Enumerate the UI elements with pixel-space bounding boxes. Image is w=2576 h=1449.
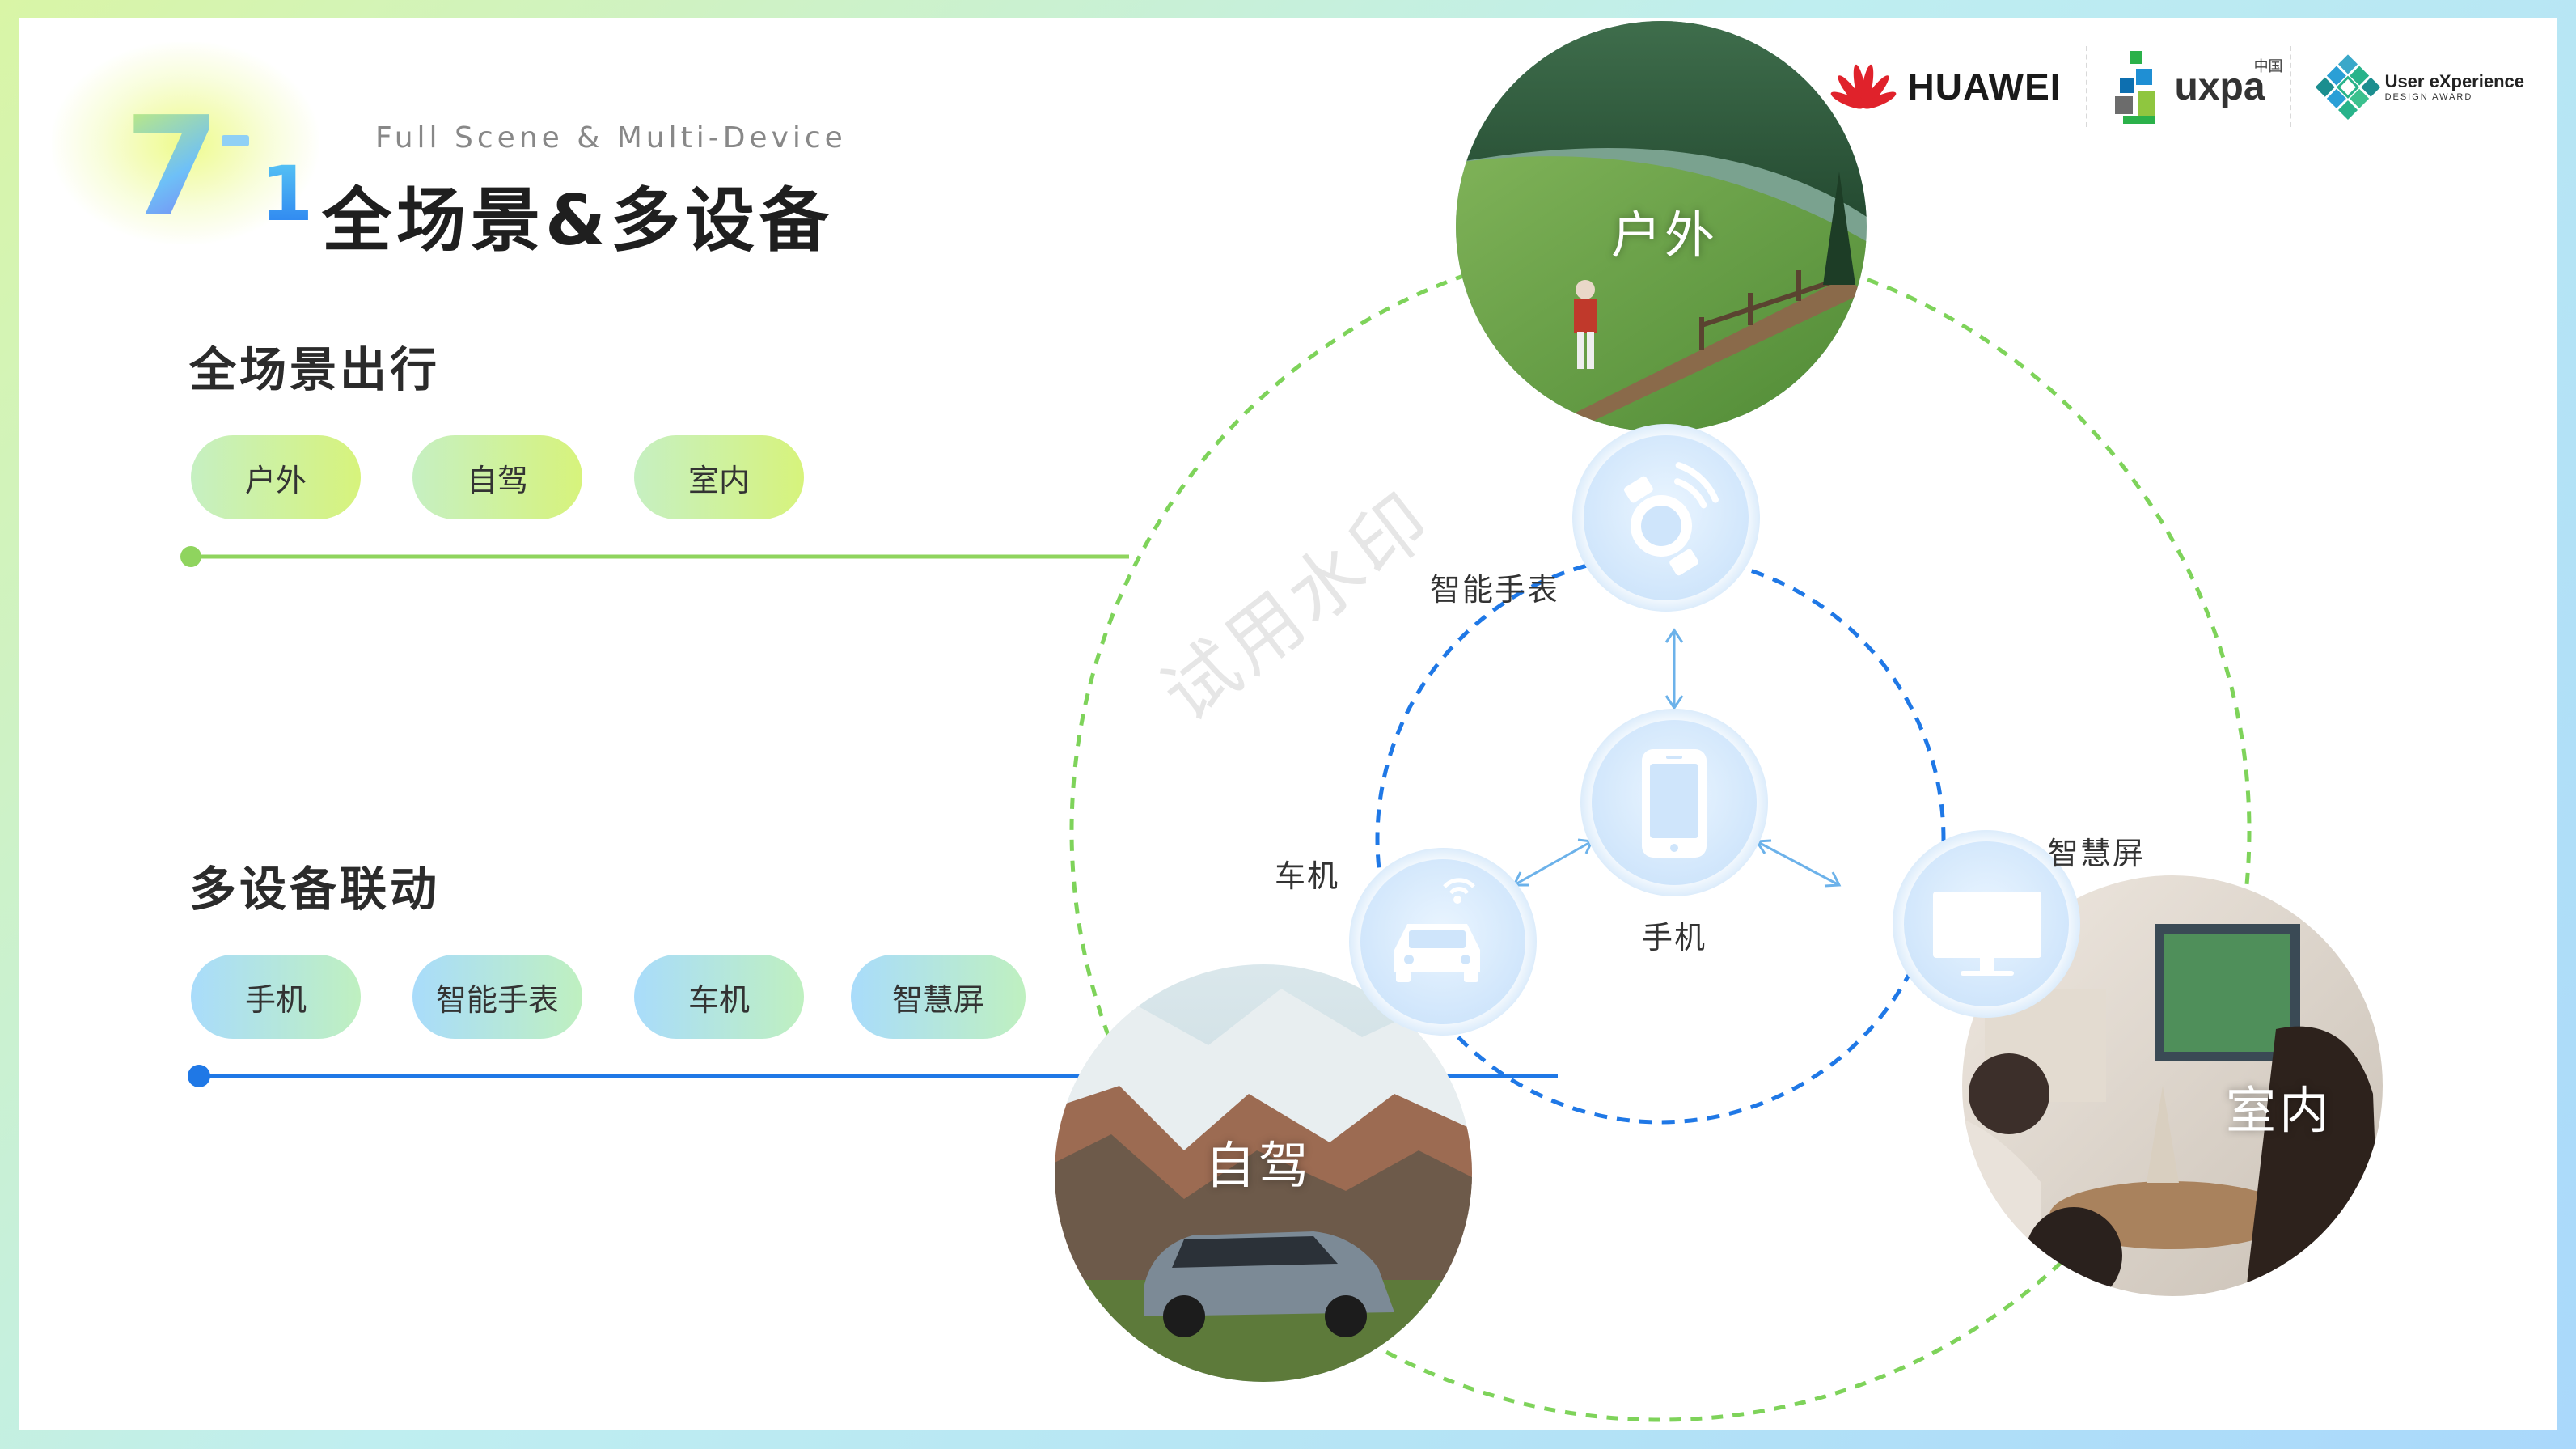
logo-divider xyxy=(2085,46,2087,127)
device-chip-watch[interactable]: 智能手表 xyxy=(412,955,582,1039)
car-node[interactable] xyxy=(1349,848,1537,1036)
device-timeline-dot xyxy=(188,1065,210,1087)
scene-device-diagram xyxy=(180,21,2383,1422)
watch-node[interactable] xyxy=(1572,424,1760,612)
scenario-timeline-dot xyxy=(180,546,201,567)
car-icon xyxy=(1394,878,1480,982)
uxpa-logo: uxpa 中国 xyxy=(2112,46,2283,127)
scene-ring xyxy=(1069,239,2252,1422)
logo-divider xyxy=(2289,46,2291,127)
scenario-chip-outdoor[interactable]: 户外 xyxy=(191,435,361,519)
huawei-flower-icon xyxy=(1830,64,1896,109)
title-glow xyxy=(52,42,319,244)
ux-award-logo: User eXperience DESIGN AWARD xyxy=(2315,50,2524,123)
uxpa-blocks-icon xyxy=(2114,51,2155,124)
scenario-chip-driving[interactable]: 自驾 xyxy=(412,435,582,519)
monitor-icon xyxy=(1933,892,2041,976)
slide: 7 1 Full Scene & Multi-Device 全场景&多设备 HU… xyxy=(19,18,2557,1430)
car-phone-link xyxy=(1513,840,1593,887)
device-chip-phone[interactable]: 手机 xyxy=(191,955,361,1039)
uxpa-wordmark: uxpa 中国 xyxy=(2174,58,2283,109)
screen-node[interactable] xyxy=(1893,830,2080,1018)
scenario-label: 全场景出行 xyxy=(189,342,441,397)
scene-label-indoor: 室内 xyxy=(2226,1081,2333,1140)
node-label-phone: 手机 xyxy=(1642,920,1707,955)
page-title: 全场景&多设备 xyxy=(322,180,834,261)
huawei-logo: HUAWEI xyxy=(1829,61,2062,112)
section-number: 7 xyxy=(125,87,221,248)
node-label-screen: 智慧屏 xyxy=(2048,836,2146,871)
screen-phone-link xyxy=(1756,840,1840,887)
scene-label-outdoor: 户外 xyxy=(1611,205,1719,265)
outdoor-scene-photo xyxy=(1456,21,1867,432)
scenario-chip-indoor[interactable]: 室内 xyxy=(634,435,804,519)
node-label-watch: 智能手表 xyxy=(1430,572,1560,608)
section-sub-number: 1 xyxy=(260,150,314,239)
ux-award-diamond-icon xyxy=(2315,54,2380,121)
ux-award-wordmark: User eXperience DESIGN AWARD xyxy=(2385,71,2524,102)
driving-scene-photo xyxy=(1055,964,1472,1382)
device-chip-screen[interactable]: 智慧屏 xyxy=(851,955,1026,1039)
ux-award-line1: User eXperience xyxy=(2384,71,2524,91)
logo-bar: HUAWEI uxpa 中国 xyxy=(1829,42,2524,131)
scene-label-driving: 自驾 xyxy=(1205,1136,1313,1195)
uxpa-region: 中国 xyxy=(2253,57,2283,74)
node-label-car: 车机 xyxy=(1275,858,1340,894)
uxpa-text: uxpa xyxy=(2174,65,2265,108)
huawei-wordmark: HUAWEI xyxy=(1907,66,2062,108)
watch-icon xyxy=(1624,462,1719,576)
ux-award-line2: DESIGN AWARD xyxy=(2384,92,2473,102)
device-chip-car[interactable]: 车机 xyxy=(634,955,804,1039)
device-ring xyxy=(1375,553,1946,1125)
phone-icon xyxy=(1642,749,1707,858)
section-dash xyxy=(222,135,249,146)
devices-label: 多设备联动 xyxy=(189,862,441,917)
page-subtitle: Full Scene & Multi-Device xyxy=(375,121,847,155)
phone-node[interactable] xyxy=(1580,709,1768,896)
